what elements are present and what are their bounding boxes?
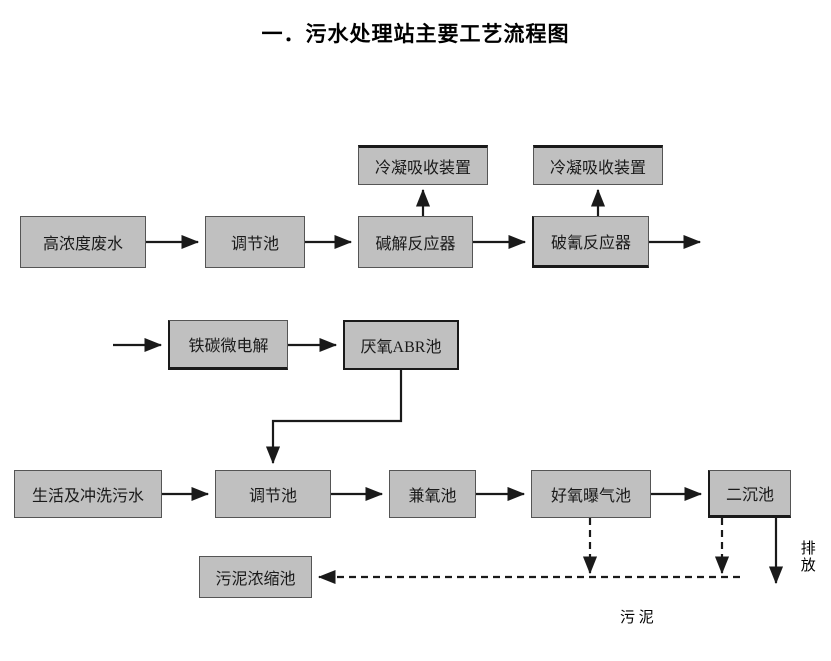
node-label: 生活及冲洗污水 [31,488,144,505]
node-label: 好氧曝气池 [550,488,631,505]
node-label: 调节池 [248,488,297,505]
node-iron-carbon-microelectrolysis[interactable]: 铁碳微电解 [168,320,288,370]
node-label: 二沉池 [725,487,774,504]
node-equalization-tank-upper[interactable]: 调节池 [205,216,305,268]
node-label: 高浓度废水 [42,236,123,253]
node-anaerobic-abr-tank[interactable]: 厌氧ABR池 [343,320,459,370]
node-aerobic-aeration-tank[interactable]: 好氧曝气池 [531,470,651,518]
node-label: 兼氧池 [408,488,457,505]
node-sludge-thickening-tank[interactable]: 污泥浓缩池 [199,556,312,598]
node-equalization-tank-lower[interactable]: 调节池 [215,470,331,518]
sludge-label: 污 泥 [620,610,654,626]
node-label: 冷凝吸收装置 [374,160,471,177]
page-title: 一．污水处理站主要工艺流程图 [261,23,570,46]
node-label: 破氰反应器 [550,235,631,252]
node-label: 铁碳微电解 [188,338,269,355]
node-cyanide-breaking-reactor[interactable]: 破氰反应器 [532,216,649,268]
node-high-concentration-wastewater[interactable]: 高浓度废水 [20,216,146,268]
node-label: 调节池 [230,236,279,253]
node-label: 冷凝吸收装置 [549,160,646,177]
node-secondary-clarifier[interactable]: 二沉池 [708,470,791,518]
node-facultative-tank[interactable]: 兼氧池 [389,470,476,518]
node-condenser-2[interactable]: 冷凝吸收装置 [533,145,663,185]
node-label: 厌氧ABR池 [360,339,442,356]
node-label: 污泥浓缩池 [215,571,296,588]
node-alkaline-hydrolysis-reactor[interactable]: 碱解反应器 [358,216,473,268]
discharge-label: 排放 [798,540,815,574]
node-domestic-and-washing-wastewater[interactable]: 生活及冲洗污水 [14,470,162,518]
node-label: 碱解反应器 [375,236,456,253]
node-condenser-1[interactable]: 冷凝吸收装置 [358,145,488,185]
edge-abr-to-tank2 [265,370,403,465]
